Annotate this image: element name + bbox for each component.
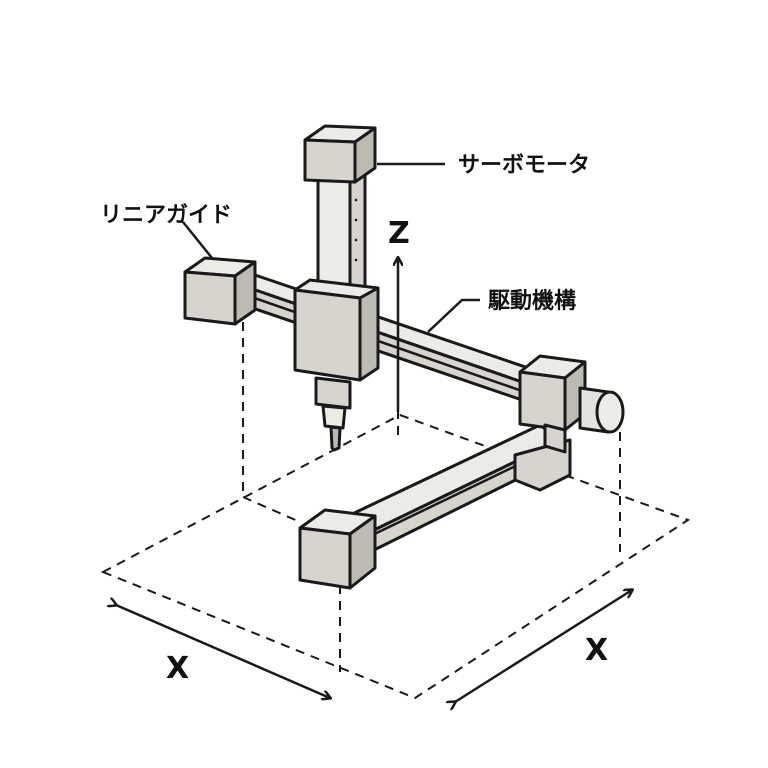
front-end-block [298,508,377,590]
spindle-tool [314,376,352,452]
projection-line-left-floor [242,496,301,523]
linear-guide-leader [182,221,213,259]
carriage-block [293,278,380,382]
left-end-block [183,256,257,326]
servo-motor-label: サーボモータ [458,153,590,178]
z-axis-column [316,170,367,294]
z-axis-label: Z [388,216,410,251]
front-linear-beam [348,423,562,554]
x-axis-arrow-left [116,605,330,698]
x-axis-label-left: X [166,651,189,686]
drive-mechanism-leader [427,298,480,333]
linear-guide-label: リニアガイド [100,203,232,228]
z-axis-servo-motor [303,124,377,184]
x-axis-label-right: X [585,633,608,668]
x-axis-servo-motor [578,386,625,434]
x-axis-arrow-right [455,590,632,702]
drive-mechanism-label: 駆動機構 [488,288,576,314]
